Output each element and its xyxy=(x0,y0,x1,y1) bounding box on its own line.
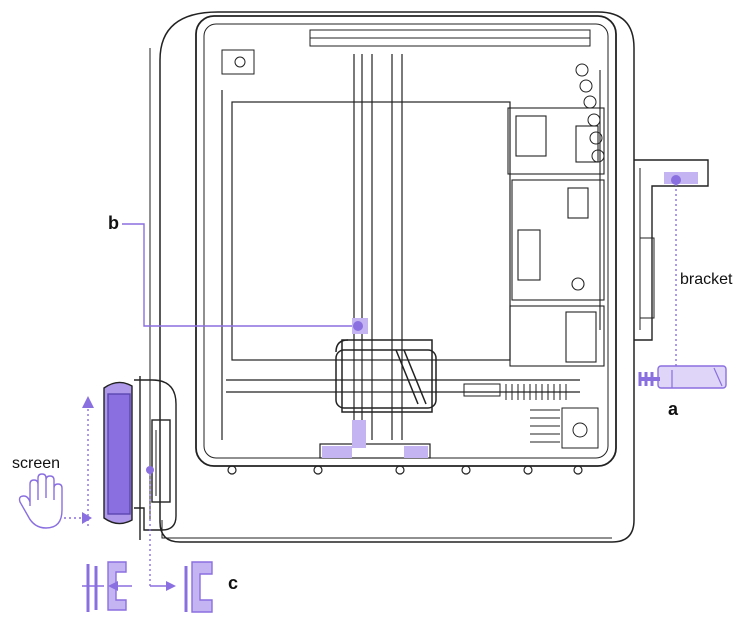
label-screen: screen xyxy=(12,456,60,472)
label-b: b xyxy=(108,214,119,232)
top-rail xyxy=(222,30,590,74)
vertical-rods xyxy=(354,54,402,440)
label-a: a xyxy=(668,400,678,418)
rod-highlight-b xyxy=(352,318,368,334)
hand-icon xyxy=(20,474,63,528)
bottom-slider xyxy=(320,420,430,458)
callout-b-line xyxy=(122,224,352,326)
bracket xyxy=(634,160,708,340)
build-plate xyxy=(222,90,580,440)
bottom-mechanism xyxy=(464,384,598,448)
clip-c xyxy=(186,562,212,612)
clip-pair-left xyxy=(82,562,126,612)
label-c: c xyxy=(228,574,238,592)
screw-a xyxy=(640,366,726,388)
base-screws xyxy=(228,466,582,474)
hand-arrow xyxy=(64,512,92,524)
screen-assembly xyxy=(104,376,176,540)
toolhead xyxy=(336,340,436,412)
bracket-highlight xyxy=(664,172,698,185)
electronics-panel xyxy=(508,70,604,366)
label-bracket: bracket xyxy=(680,272,732,288)
screen-up-arrow xyxy=(82,396,94,526)
